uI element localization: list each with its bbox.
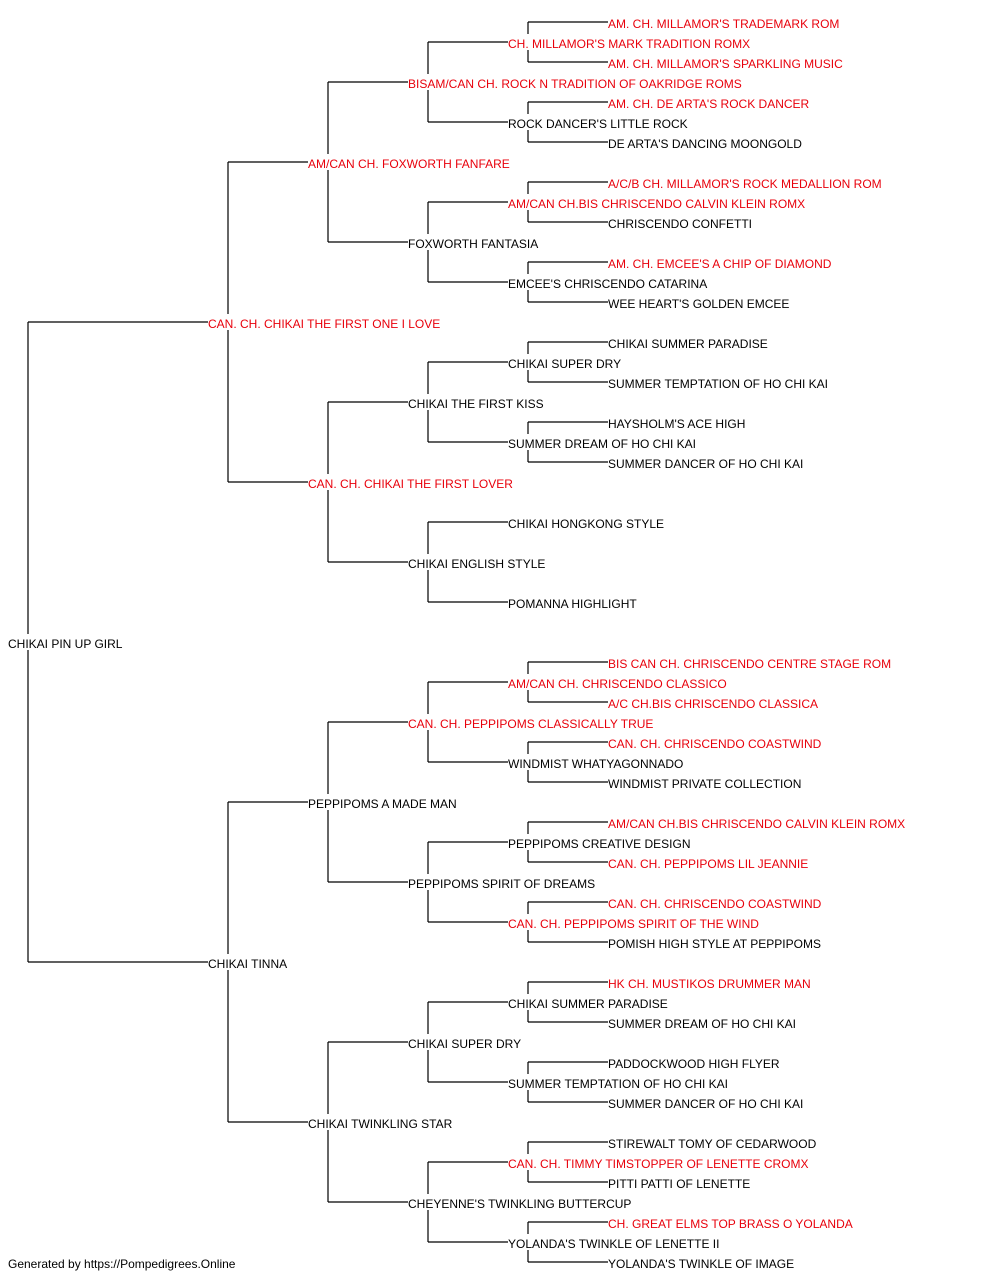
ancestor-name-dam-sire-sire-sire-sire[interactable]: BIS CAN CH. CHRISCENDO CENTRE STAGE ROM <box>608 657 891 671</box>
ancestor-name-sire-sire-sire[interactable]: BISAM/CAN CH. ROCK N TRADITION OF OAKRID… <box>408 77 742 91</box>
ancestor-name-sire-dam-dam-sire[interactable]: CHIKAI HONGKONG STYLE <box>508 517 664 531</box>
ancestor-name-dam-sire-sire-sire[interactable]: AM/CAN CH. CHRISCENDO CLASSICO <box>508 677 727 691</box>
ancestor-name-sire-sire-dam-sire-dam[interactable]: CHRISCENDO CONFETTI <box>608 217 752 231</box>
ancestor-name-dam-sire-dam-sire-sire[interactable]: AM/CAN CH.BIS CHRISCENDO CALVIN KLEIN RO… <box>608 817 905 831</box>
ancestor-name-dam-dam-dam-dam[interactable]: YOLANDA'S TWINKLE OF LENETTE II <box>508 1237 719 1251</box>
ancestor-name-sire-sire-dam-sire-sire[interactable]: A/C/B CH. MILLAMOR'S ROCK MEDALLION ROM <box>608 177 882 191</box>
ancestor-name-dam-dam-sire-sire[interactable]: CHIKAI SUMMER PARADISE <box>508 997 668 1011</box>
ancestor-name-dam-sire[interactable]: PEPPIPOMS A MADE MAN <box>308 797 457 811</box>
ancestor-name-sire-sire-sire-dam-dam[interactable]: DE ARTA'S DANCING MOONGOLD <box>608 137 802 151</box>
ancestor-name-sire-sire-sire-sire-sire[interactable]: AM. CH. MILLAMOR'S TRADEMARK ROM <box>608 17 839 31</box>
ancestor-name-dam-sire-dam-dam-dam[interactable]: POMISH HIGH STYLE AT PEPPIPOMS <box>608 937 821 951</box>
ancestor-name-sire-dam-sire-dam-sire[interactable]: HAYSHOLM'S ACE HIGH <box>608 417 745 431</box>
ancestor-name-sire[interactable]: CAN. CH. CHIKAI THE FIRST ONE I LOVE <box>208 317 440 331</box>
ancestor-name-dam-dam-dam-dam-sire[interactable]: CH. GREAT ELMS TOP BRASS O YOLANDA <box>608 1217 853 1231</box>
ancestor-name-dam-sire-sire-dam[interactable]: WINDMIST WHATYAGONNADO <box>508 757 683 771</box>
ancestor-name-sire-dam-sire-dam[interactable]: SUMMER DREAM OF HO CHI KAI <box>508 437 696 451</box>
ancestor-name-dam-sire-dam[interactable]: PEPPIPOMS SPIRIT OF DREAMS <box>408 877 595 891</box>
ancestor-name-dam-dam-dam-sire-sire[interactable]: STIREWALT TOMY OF CEDARWOOD <box>608 1137 817 1151</box>
ancestor-name-sire-sire-dam-dam[interactable]: EMCEE'S CHRISCENDO CATARINA <box>508 277 707 291</box>
ancestor-name-sire-dam[interactable]: CAN. CH. CHIKAI THE FIRST LOVER <box>308 477 513 491</box>
ancestor-name-sire-sire-sire-sire-dam[interactable]: AM. CH. MILLAMOR'S SPARKLING MUSIC <box>608 57 843 71</box>
ancestor-name-dam-dam-sire-dam[interactable]: SUMMER TEMPTATION OF HO CHI KAI <box>508 1077 728 1091</box>
ancestor-name-sire-sire-sire-dam-sire[interactable]: AM. CH. DE ARTA'S ROCK DANCER <box>608 97 810 111</box>
ancestor-name-sire-dam-sire-sire-dam[interactable]: SUMMER TEMPTATION OF HO CHI KAI <box>608 377 828 391</box>
ancestor-name-dam-sire-dam-dam[interactable]: CAN. CH. PEPPIPOMS SPIRIT OF THE WIND <box>508 917 759 931</box>
ancestor-name-sire-sire-sire-sire[interactable]: CH. MILLAMOR'S MARK TRADITION ROMX <box>508 37 750 51</box>
ancestor-name-dam-sire-dam-dam-sire[interactable]: CAN. CH. CHRISCENDO COASTWIND <box>608 897 822 911</box>
ancestor-name-dam-sire-sire[interactable]: CAN. CH. PEPPIPOMS CLASSICALLY TRUE <box>408 717 653 731</box>
ancestor-name-sire-dam-dam[interactable]: CHIKAI ENGLISH STYLE <box>408 557 545 571</box>
ancestor-name-dam-sire-dam-sire-dam[interactable]: CAN. CH. PEPPIPOMS LIL JEANNIE <box>608 857 808 871</box>
ancestor-name-dam-sire-dam-sire[interactable]: PEPPIPOMS CREATIVE DESIGN <box>508 837 690 851</box>
ancestor-name-dam-dam-sire-dam-dam[interactable]: SUMMER DANCER OF HO CHI KAI <box>608 1097 803 1111</box>
ancestor-name-dam-dam-sire-dam-sire[interactable]: PADDOCKWOOD HIGH FLYER <box>608 1057 780 1071</box>
ancestor-name-sire-dam-sire-dam-dam[interactable]: SUMMER DANCER OF HO CHI KAI <box>608 457 803 471</box>
ancestor-name-dam-dam-dam-sire[interactable]: CAN. CH. TIMMY TIMSTOPPER OF LENETTE CRO… <box>508 1157 808 1171</box>
ancestor-name-dam-dam[interactable]: CHIKAI TWINKLING STAR <box>308 1117 453 1131</box>
ancestor-name-dam-dam-dam-dam-dam[interactable]: YOLANDA'S TWINKLE OF IMAGE <box>608 1257 794 1271</box>
ancestor-name-sire-dam-dam-dam[interactable]: POMANNA HIGHLIGHT <box>508 597 637 611</box>
ancestor-name-dam-dam-dam[interactable]: CHEYENNE'S TWINKLING BUTTERCUP <box>408 1197 631 1211</box>
ancestor-name-sire-sire-dam-dam-sire[interactable]: AM. CH. EMCEE'S A CHIP OF DIAMOND <box>608 257 832 271</box>
ancestor-name-sire-sire-dam-sire[interactable]: AM/CAN CH.BIS CHRISCENDO CALVIN KLEIN RO… <box>508 197 805 211</box>
ancestor-name-dam-sire-sire-sire-dam[interactable]: A/C CH.BIS CHRISCENDO CLASSICA <box>608 697 818 711</box>
ancestor-name-dam-dam-dam-sire-dam[interactable]: PITTI PATTI OF LENETTE <box>608 1177 750 1191</box>
ancestor-name-sire-sire-sire-dam[interactable]: ROCK DANCER'S LITTLE ROCK <box>508 117 688 131</box>
ancestor-name-dam-sire-sire-dam-dam[interactable]: WINDMIST PRIVATE COLLECTION <box>608 777 801 791</box>
ancestor-name-sire-dam-sire[interactable]: CHIKAI THE FIRST KISS <box>408 397 544 411</box>
ancestor-name-dam-dam-sire-sire-dam[interactable]: SUMMER DREAM OF HO CHI KAI <box>608 1017 796 1031</box>
footer-credit: Generated by https://Pompedigrees.Online <box>8 1257 236 1271</box>
ancestor-name-dam-sire-sire-dam-sire[interactable]: CAN. CH. CHRISCENDO COASTWIND <box>608 737 822 751</box>
ancestor-name-sire-sire[interactable]: AM/CAN CH. FOXWORTH FANFARE <box>308 157 510 171</box>
ancestor-name-dam[interactable]: CHIKAI TINNA <box>208 957 287 971</box>
ancestor-name-dam-dam-sire-sire-sire[interactable]: HK CH. MUSTIKOS DRUMMER MAN <box>608 977 811 991</box>
ancestor-name-sire-sire-dam[interactable]: FOXWORTH FANTASIA <box>408 237 538 251</box>
ancestor-name-sire-dam-sire-sire[interactable]: CHIKAI SUPER DRY <box>508 357 621 371</box>
ancestor-name-sire-dam-sire-sire-sire[interactable]: CHIKAI SUMMER PARADISE <box>608 337 768 351</box>
subject-dog-name[interactable]: CHIKAI PIN UP GIRL <box>8 637 123 651</box>
ancestor-name-sire-sire-dam-dam-dam[interactable]: WEE HEART'S GOLDEN EMCEE <box>608 297 789 311</box>
ancestor-name-dam-dam-sire[interactable]: CHIKAI SUPER DRY <box>408 1037 521 1051</box>
